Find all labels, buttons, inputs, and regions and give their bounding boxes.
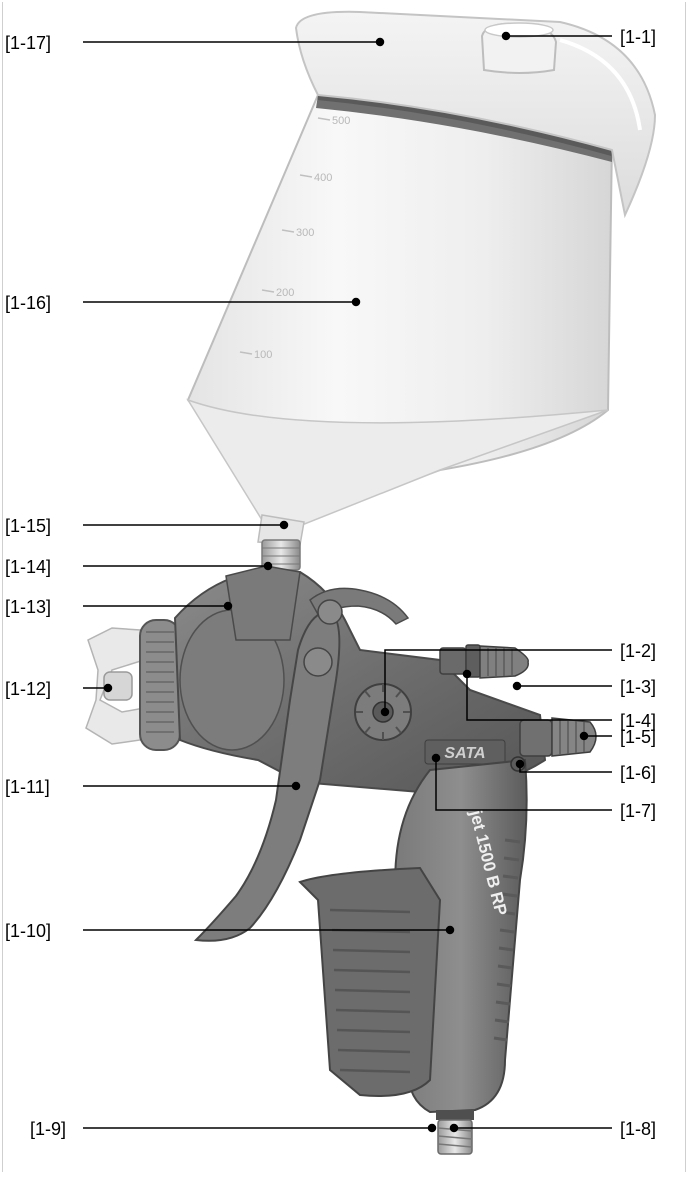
- grip-ribs: [493, 838, 521, 1042]
- callout-labels: [1-17] [1-1] [1-16] [1-15] [1-14] [1-13]…: [5, 27, 656, 1139]
- trigger: [193, 587, 410, 942]
- callout-1-9: [1-9]: [30, 1119, 66, 1139]
- callout-1-12: [1-12]: [5, 679, 51, 699]
- callout-1-17: [1-17]: [5, 33, 51, 53]
- callout-1-16: [1-16]: [5, 293, 51, 313]
- cup-cone: [186, 398, 609, 526]
- cup-lid: [294, 10, 657, 219]
- callout-1-7: [1-7]: [620, 801, 656, 821]
- gun-neck: [225, 565, 301, 641]
- brand-logo-text: SATA: [444, 745, 485, 762]
- handle-palm-rest: [298, 866, 442, 1097]
- cup-scale: 500 400 300 200 100: [239, 115, 350, 361]
- cup-seal-band: [316, 95, 612, 162]
- gun-body: SATA: [173, 565, 547, 794]
- air-cap-center: [103, 671, 133, 701]
- callout-1-13: [1-13]: [5, 597, 51, 617]
- callout-1-4: [1-4]: [620, 711, 656, 731]
- fluid-adjuster: [439, 644, 529, 679]
- trigger-pivot-screw: [303, 647, 333, 677]
- callout-1-2: [1-2]: [620, 641, 656, 661]
- ring-knurl: [146, 631, 174, 733]
- lid-vent-cap: [480, 22, 558, 74]
- callout-1-10: [1-10]: [5, 921, 51, 941]
- callout-1-6: [1-6]: [620, 763, 656, 783]
- scale-label: 200: [276, 287, 294, 299]
- callout-1-14: [1-14]: [5, 557, 51, 577]
- cup-connector: [261, 539, 301, 571]
- paint-cup: 500 400 300 200 100: [186, 10, 657, 546]
- callout-1-15: [1-15]: [5, 516, 51, 536]
- air-cap-assembly: [85, 619, 181, 751]
- callout-1-8: [1-8]: [620, 1119, 656, 1139]
- callout-1-3: [1-3]: [620, 677, 656, 697]
- brand-plate: SATA: [424, 739, 506, 765]
- seal-band-edge: [317, 92, 614, 156]
- callout-1-5: [1-5]: [620, 727, 656, 747]
- scale-label: 100: [254, 349, 272, 361]
- air-micrometer: [519, 717, 597, 757]
- lid-highlight: [559, 38, 642, 131]
- leader-lines: [83, 31, 612, 1133]
- scale-label: 500: [332, 115, 350, 127]
- callout-1-1: [1-1]: [620, 27, 656, 47]
- callout-1-11: [1-11]: [5, 777, 50, 797]
- trigger-pivot-screw: [317, 599, 343, 625]
- scale-label: 400: [314, 172, 332, 184]
- scale-label: 300: [296, 227, 314, 239]
- air-cap-ring: [139, 619, 181, 751]
- gun-handle: jet 1500 B RP: [298, 758, 528, 1155]
